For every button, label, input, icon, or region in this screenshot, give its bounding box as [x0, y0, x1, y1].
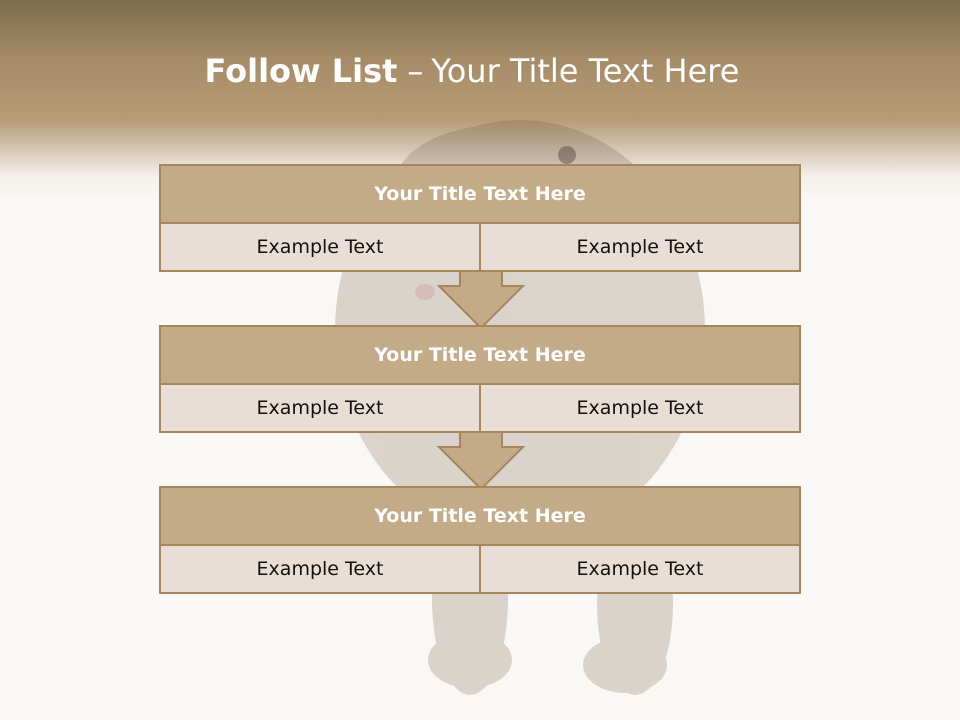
- step-cell-left: Example Text: [256, 397, 384, 419]
- step-title: Your Title Text Here: [161, 166, 799, 224]
- step-block-1: Your Title Text Here Example Text Exampl…: [159, 164, 801, 272]
- slide-title-separator: –: [407, 52, 424, 90]
- step-block-2: Your Title Text Here Example Text Exampl…: [159, 325, 801, 433]
- slide-title: Follow List–Your Title Text Here: [0, 52, 944, 90]
- step-cell-right: Example Text: [479, 546, 799, 592]
- step-row: Example Text Example Text: [161, 546, 799, 592]
- slide-title-rest: Your Title Text Here: [431, 52, 740, 90]
- down-arrow-icon: [437, 270, 525, 330]
- step-title: Your Title Text Here: [161, 327, 799, 385]
- step-row: Example Text Example Text: [161, 385, 799, 431]
- step-title: Your Title Text Here: [161, 488, 799, 546]
- down-arrow-icon: [437, 431, 525, 491]
- step-cell-left: Example Text: [256, 558, 384, 580]
- step-row: Example Text Example Text: [161, 224, 799, 270]
- step-cell-right: Example Text: [479, 224, 799, 270]
- step-block-3: Your Title Text Here Example Text Exampl…: [159, 486, 801, 594]
- slide-title-bold: Follow List: [204, 52, 398, 90]
- step-cell-left: Example Text: [256, 236, 384, 258]
- step-cell-right: Example Text: [479, 385, 799, 431]
